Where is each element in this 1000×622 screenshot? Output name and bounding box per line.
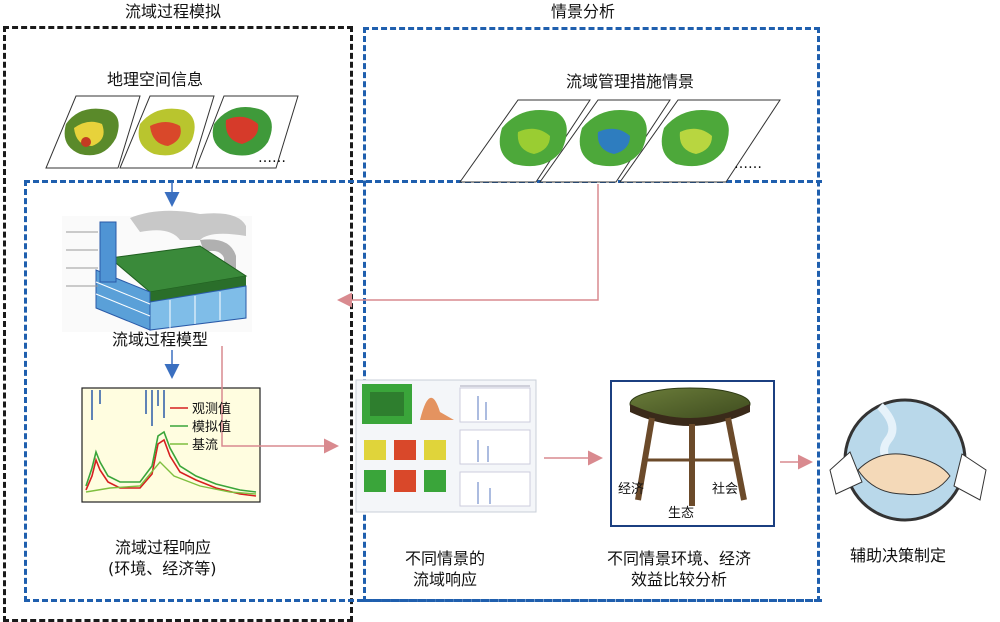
hydrograph-chart	[81, 387, 261, 503]
process-model-label: 流域过程模型	[112, 330, 209, 349]
arrow-scenario-to-model	[337, 184, 599, 308]
diff-response-line2: 流域响应	[413, 570, 478, 589]
inner-model-frame	[24, 180, 822, 602]
ellipsis-right: ……	[734, 156, 762, 172]
scenario-maps: ……	[459, 99, 781, 183]
legend-baseflow: 基流	[192, 438, 219, 453]
section-title-scenario: 情景分析	[551, 2, 616, 21]
decision-label: 辅助决策制定	[850, 546, 947, 565]
compare-line1: 不同情景环境、经济	[607, 549, 752, 568]
mgmt-scenarios-label: 流域管理措施情景	[566, 72, 695, 91]
geo-info-label: 地理空间信息	[107, 70, 204, 89]
legend-observed: 观测值	[192, 402, 232, 417]
ellipsis-left: ……	[258, 150, 286, 166]
response-label-line1: 流域过程响应	[115, 538, 212, 557]
geo-info-maps: ……	[45, 95, 299, 169]
response-label-line2: (环境、经济等)	[108, 559, 217, 578]
stool-ecology: 生态	[668, 506, 695, 521]
stool-society: 社会	[712, 482, 739, 497]
handshake-illustration	[829, 398, 987, 522]
section-title-simulation: 流域过程模拟	[125, 2, 222, 21]
watershed-simulation-frame	[3, 26, 353, 622]
arrow-model-to-scenario-response	[221, 346, 339, 454]
legend-simulated: 模拟值	[192, 420, 232, 435]
scenario-response-panel	[355, 379, 537, 513]
process-model-illustration	[62, 210, 252, 332]
stool-economy: 经济	[618, 482, 645, 497]
diff-response-line1: 不同情景的	[405, 549, 486, 568]
stool-illustration	[610, 380, 775, 527]
compare-line2: 效益比较分析	[631, 570, 728, 589]
